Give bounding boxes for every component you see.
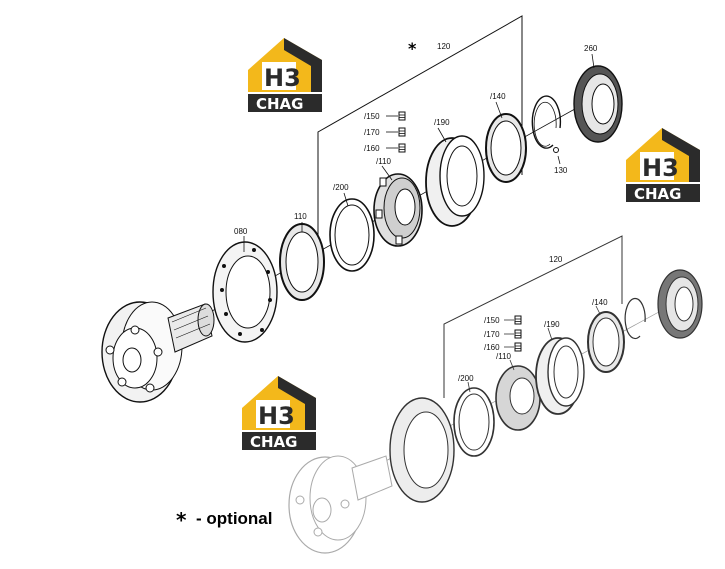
flange-shaft-bottom [288,455,393,554]
part-140-ring [485,113,527,183]
label-110-hub-bottom: /110 [496,352,512,361]
part-200-ring [329,198,375,272]
label-200: /200 [333,183,349,192]
label-260: 260 [584,44,598,53]
label-200-bottom: /200 [458,374,474,383]
assembly-bottom [288,235,703,554]
brand-logo-top-left [248,38,322,113]
optional-star-top: * [408,39,417,58]
gear-bottom [657,269,703,339]
label-150-bottom: /150 [484,316,500,325]
labels-bottom: /200 /110 /150 /170 /160 /190 /140 120 [458,255,608,383]
part-110-hub-bottom [495,365,541,431]
legend-star: * [176,508,187,532]
label-160-bottom: /160 [484,343,500,352]
label-group-120-bottom: 120 [549,255,563,264]
label-150: /150 [364,112,380,121]
label-130: 130 [554,166,568,175]
legend-optional: * - optional [176,508,272,532]
label-110: 110 [294,212,307,221]
part-080-disc [212,241,278,343]
part-110-hub [373,173,423,247]
label-080: 080 [234,227,248,236]
part-130-snap-ring [531,95,562,153]
label-160: /160 [364,144,380,153]
brand-logo-bottom [242,376,316,451]
part-200-ring-bottom [453,387,495,457]
part-190-sleeve [425,135,485,227]
flange-shaft-top [101,301,215,403]
assembly-top [101,15,623,403]
label-170-bottom: /170 [484,330,500,339]
part-260-gear [573,65,623,143]
part-110-ring [279,223,325,301]
label-140: /140 [490,92,506,101]
label-110-hub: /110 [376,157,392,166]
label-140-bottom: /140 [592,298,608,307]
brand-logo-right [626,128,700,203]
part-140-ring-bottom [587,311,625,373]
label-190: /190 [434,118,450,127]
label-group-120-top: 120 [437,42,451,51]
label-170: /170 [364,128,380,137]
legend-text: - optional [196,509,272,528]
part-disc-bottom [389,397,455,503]
snap-ring-bottom [624,297,646,340]
label-190-bottom: /190 [544,320,560,329]
part-190-sleeve-bottom [535,337,585,415]
labels-top: 080 110 /200 /110 /150 /170 /160 /190 /1… [234,39,598,236]
